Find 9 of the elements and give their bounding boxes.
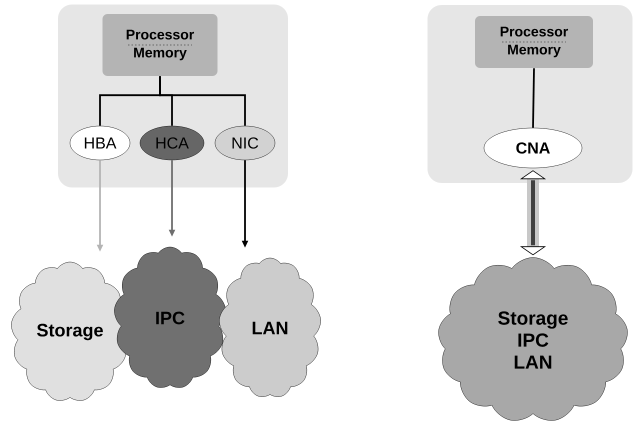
processor-memory-box: Processor Memory (102, 14, 218, 76)
network-cloud: LAN (219, 258, 321, 397)
network-cloud: Storage IPC LAN (438, 257, 628, 421)
processor-memory-box: Processor Memory (475, 16, 593, 68)
connector-line (532, 68, 535, 128)
network-cloud: IPC (114, 246, 226, 388)
arrow (520, 170, 546, 256)
connector-line (159, 76, 246, 126)
network-cloud: Storage (11, 262, 129, 401)
